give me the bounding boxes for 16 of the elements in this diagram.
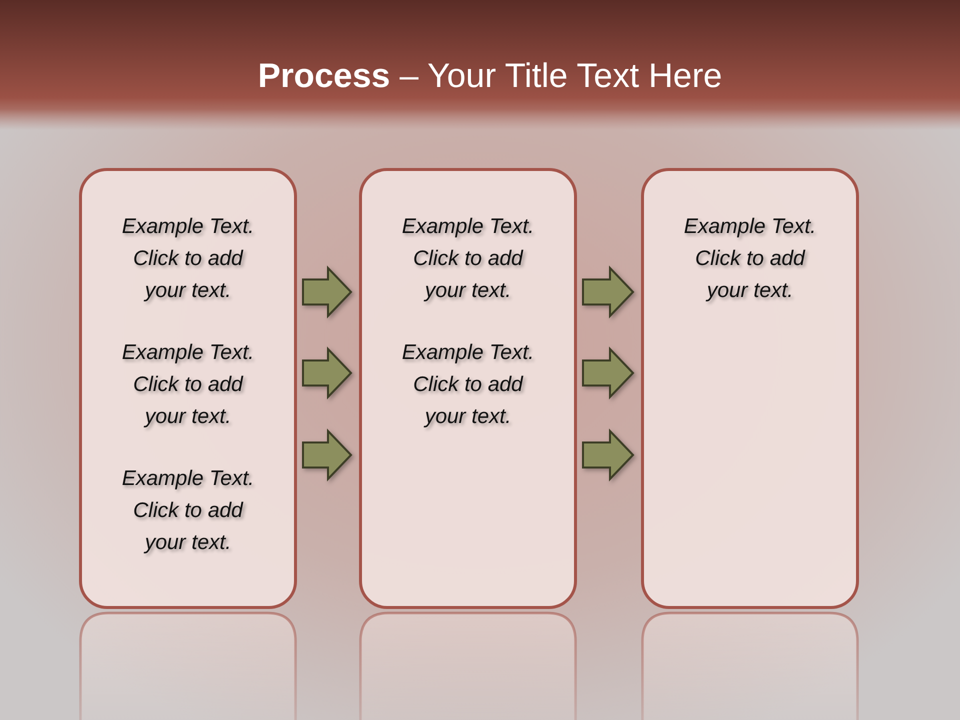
node-text: Example Text. Click to add your text.: [120, 466, 256, 556]
block-arrow: [582, 428, 634, 482]
node-text: Example Text. Click to add your text.: [120, 214, 256, 304]
block-arrow: [582, 266, 634, 318]
node-text: Example Text. Click to add your text.: [400, 214, 536, 304]
block-arrow: [302, 346, 352, 400]
block-arrow: [302, 428, 352, 482]
process-box: [79, 168, 297, 609]
block-arrow: [302, 266, 352, 318]
node-text: Example Text. Click to add your text.: [120, 340, 256, 430]
slide-title: Process – Your Title Text Here: [258, 56, 722, 96]
node-text: Example Text. Click to add your text.: [400, 340, 536, 430]
process-box: [641, 168, 859, 609]
block-arrow: [582, 346, 634, 400]
process-box: [359, 168, 577, 609]
node-text: Example Text. Click to add your text.: [682, 214, 818, 304]
